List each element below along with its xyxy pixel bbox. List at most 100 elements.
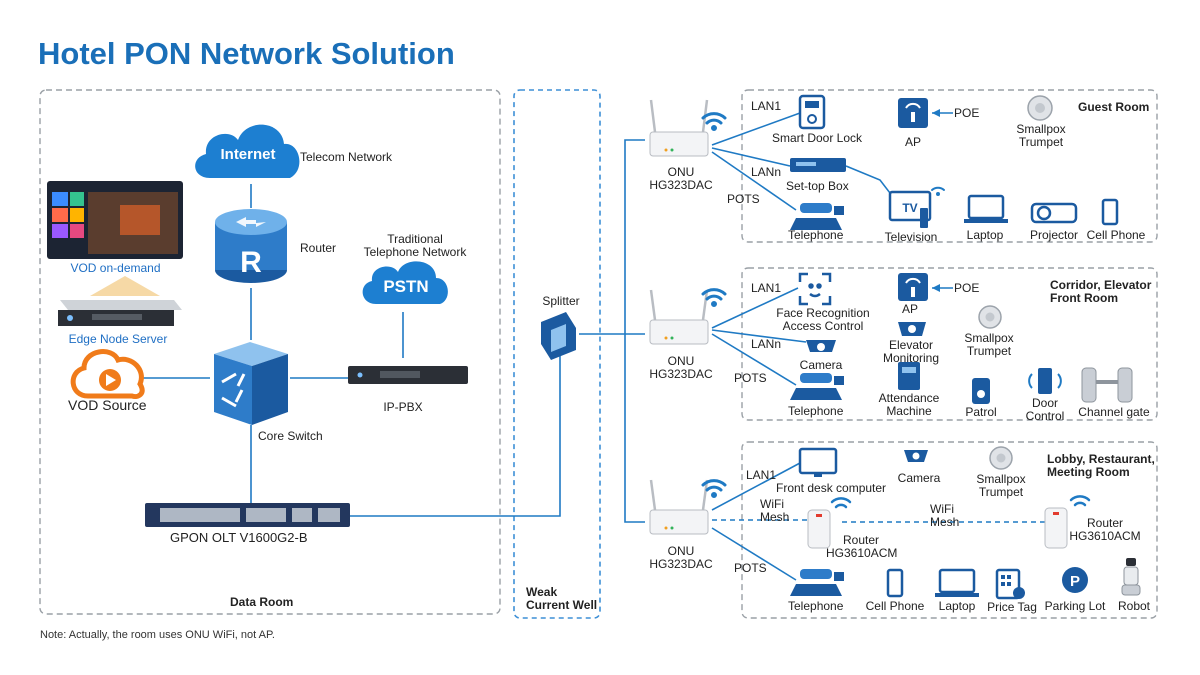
arrow-icon [932, 284, 940, 292]
smallpox-trumpet-icon [978, 305, 1002, 329]
pots-label: POTS [734, 561, 767, 575]
door-control-label: Door Control [1025, 396, 1065, 423]
cell-phone-icon [886, 568, 904, 598]
front-desk-computer-icon [798, 447, 838, 477]
weak-current-well-label: Weak Current Well [526, 585, 598, 612]
router-icon: R [215, 209, 287, 283]
router-label: Router [300, 241, 337, 255]
front-desk-computer-label: Front desk computer [776, 481, 887, 495]
cell-phone-icon [1101, 198, 1119, 226]
camera-label: Camera [799, 358, 843, 372]
lan1-label: LAN1 [751, 99, 782, 113]
parking-lot-label: Parking Lot [1044, 599, 1106, 613]
television-icon: TV [888, 190, 932, 228]
onu-guest-icon [649, 99, 709, 157]
ap-icon [898, 98, 928, 128]
wifi-icon [931, 186, 945, 196]
laptop-label: Laptop [938, 599, 976, 613]
telecom-network-label: Telecom Network [300, 150, 393, 164]
onu-label: ONU HG323DAC [649, 165, 713, 192]
lann-label: LANn [751, 337, 782, 351]
splitter-label: Splitter [542, 294, 580, 308]
wifi-mesh-label: WiFi Mesh [930, 502, 960, 529]
telephone-icon [790, 203, 844, 230]
footnote: Note: Actually, the room uses ONU WiFi, … [40, 629, 275, 641]
splitter-icon [541, 312, 576, 360]
telephone-icon [790, 569, 844, 596]
core-switch-label: Core Switch [258, 429, 323, 443]
attendance-machine-label: Attendance Machine [878, 391, 940, 418]
face-recognition-icon [798, 272, 832, 306]
camera-icon [806, 340, 836, 352]
core-switch-icon [214, 342, 288, 425]
edge-server-icon [58, 300, 182, 326]
smallpox-trumpet-icon [989, 446, 1013, 470]
face-recognition-label: Face Recognition Access Control [776, 306, 870, 333]
smallpox-trumpet-label: Smallpox Trumpet [976, 472, 1026, 499]
svg-text:TV: TV [902, 201, 917, 215]
vod-source-label: VOD Source [68, 397, 147, 413]
page-title: Hotel PON Network Solution [38, 36, 455, 71]
laptop-icon [964, 194, 1008, 223]
svg-text:P: P [1070, 573, 1080, 590]
price-tag-label: Price Tag [987, 600, 1037, 614]
svg-text:R: R [240, 246, 262, 279]
router-label: Router HG3610ACM [1069, 516, 1141, 543]
arrow-icon [932, 109, 940, 117]
lan1-label: LAN1 [751, 281, 782, 295]
data-room-label: Data Room [230, 595, 294, 609]
ap-label: AP [901, 302, 918, 316]
camera-label: Camera [897, 471, 941, 485]
telephone-label: Telephone [788, 404, 844, 418]
onu-corridor-icon [649, 289, 709, 345]
smallpox-trumpet-icon [1027, 95, 1053, 121]
corridor-zone [741, 267, 1158, 421]
robot-icon [1121, 558, 1141, 596]
smallpox-trumpet-label: Smallpox Trumpet [1016, 122, 1066, 149]
pots-label: POTS [727, 192, 760, 206]
wifi-icon [830, 497, 852, 509]
camera-icon [904, 450, 928, 462]
traditional-phone-network-label: Traditional Telephone Network [363, 232, 467, 259]
guest-room-label: Guest Room [1078, 100, 1150, 114]
laptop-icon [935, 568, 979, 597]
onu-label: ONU HG323DAC [649, 544, 713, 571]
projector-label: Projector [1029, 228, 1079, 242]
telephone-label: Telephone [788, 599, 844, 613]
weak-current-well-zone [513, 89, 601, 619]
channel-gate-label: Channel gate [1078, 405, 1150, 419]
vod-screen-icon [47, 181, 183, 259]
wifi-icon [1069, 495, 1091, 507]
vod-source-icon [70, 349, 145, 399]
cell-phone-label: Cell Phone [865, 599, 925, 613]
price-tag-icon [995, 568, 1025, 600]
projector-icon [1030, 202, 1078, 224]
gpon-olt-label: GPON OLT V1600G2-B [170, 530, 308, 545]
cell-phone-label: Cell Phone [1086, 228, 1146, 242]
patrol-icon [972, 378, 990, 404]
telephone-icon [790, 373, 844, 400]
poe-label: POE [954, 281, 980, 295]
smart-door-lock-icon [798, 94, 826, 130]
television-label: Television [884, 230, 938, 244]
onu-label: ONU HG323DAC [649, 354, 713, 381]
svg-text:Internet: Internet [220, 146, 275, 163]
elevator-camera-icon [898, 322, 926, 336]
internet-cloud-icon: Internet [195, 124, 300, 178]
edge-server-glow [90, 276, 160, 296]
pstn-cloud-icon: PSTN [362, 261, 448, 304]
pots-label: POTS [734, 371, 767, 385]
wifi-icon [701, 479, 727, 498]
ip-pbx-icon [348, 366, 468, 384]
laptop-label: Laptop [966, 228, 1004, 242]
vod-on-demand-label: VOD on-demand [70, 261, 161, 275]
ip-pbx-label: IP-PBX [383, 400, 423, 414]
smallpox-trumpet-label: Smallpox Trumpet [964, 331, 1014, 358]
patrol-label: Patrol [965, 405, 997, 419]
door-control-icon [1028, 368, 1062, 394]
edge-node-server-label: Edge Node Server [68, 332, 168, 346]
wifi-mesh-label: WiFi Mesh [760, 497, 790, 524]
data-room-zone [39, 89, 501, 615]
set-top-box-label: Set-top Box [786, 179, 849, 193]
